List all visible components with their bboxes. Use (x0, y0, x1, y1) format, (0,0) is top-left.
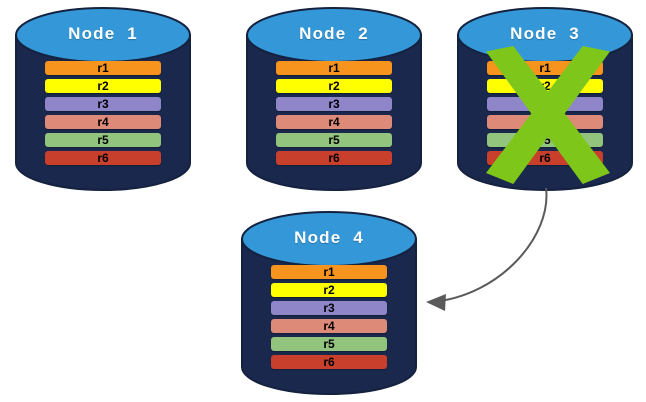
row-bar[interactable]: r2 (45, 79, 161, 93)
row-bar[interactable]: r1 (45, 61, 161, 75)
row-bar[interactable]: r5 (276, 133, 392, 147)
row-bar[interactable]: r3 (276, 97, 392, 111)
arrow-line (431, 187, 548, 303)
cylinder-top-cap (457, 7, 633, 63)
cylinder-top-cap (15, 7, 191, 63)
row-bar[interactable]: r3 (45, 97, 161, 111)
node-row-list: r1 r2 r3 r4 r5 r6 (245, 61, 423, 165)
row-bar[interactable]: r4 (45, 115, 161, 129)
row-bar[interactable]: r6 (45, 151, 161, 165)
node-row-list: r1 r2 r3 r4 r5 r6 (240, 265, 418, 369)
row-bar[interactable]: r6 (276, 151, 392, 165)
node-row-list: r1 r2 r3 r4 r5 r6 (14, 61, 192, 165)
cylinder-top-cap (246, 7, 422, 63)
row-bar[interactable]: r1 (487, 61, 603, 75)
row-bar[interactable]: r2 (271, 283, 387, 297)
node-row-list: r1 r2 r3 r4 r5 r6 (456, 61, 634, 165)
row-bar[interactable]: r4 (276, 115, 392, 129)
cylinder-top-cap (241, 211, 417, 267)
row-bar[interactable]: r4 (487, 115, 603, 129)
row-bar[interactable]: r5 (45, 133, 161, 147)
row-bar[interactable]: r5 (271, 337, 387, 351)
row-bar[interactable]: r2 (487, 79, 603, 93)
row-bar[interactable]: r6 (487, 151, 603, 165)
row-bar[interactable]: r3 (271, 301, 387, 315)
arrow-head (426, 294, 446, 311)
row-bar[interactable]: r1 (276, 61, 392, 75)
row-bar[interactable]: r3 (487, 97, 603, 111)
row-bar[interactable]: r1 (271, 265, 387, 279)
row-bar[interactable]: r2 (276, 79, 392, 93)
row-bar[interactable]: r6 (271, 355, 387, 369)
row-bar[interactable]: r5 (487, 133, 603, 147)
row-bar[interactable]: r4 (271, 319, 387, 333)
